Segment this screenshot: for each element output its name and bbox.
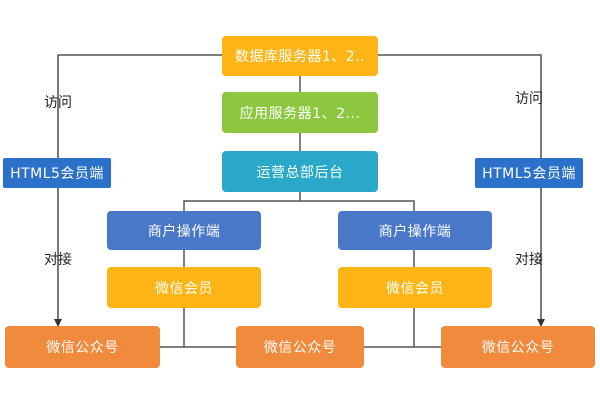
wechat-oa-node-center: 微信公众号 — [236, 326, 364, 368]
html5-member-node-left: HTML5会员端 — [3, 158, 111, 188]
access-line-left — [57, 51, 229, 158]
merchant-node-left: 商户操作端 — [107, 211, 261, 250]
wechat-oa-node-left: 微信公众号 — [5, 326, 160, 368]
connect-label-left: 对接 — [44, 252, 72, 268]
merchant-node-right: 商户操作端 — [338, 211, 492, 250]
access-label-right: 访问 — [515, 91, 543, 107]
access-line-right — [371, 51, 542, 158]
db-server-node: 数据库服务器1、2.. — [222, 36, 378, 76]
access-label-left: 访问 — [44, 95, 72, 111]
wechat-member-node-left: 微信会员 — [107, 267, 261, 308]
hq-merchant-fanout — [183, 192, 301, 211]
wechat-member-node-right: 微信会员 — [338, 267, 492, 308]
html5-member-node-right: HTML5会员端 — [475, 158, 583, 188]
app-server-node: 应用服务器1、2... — [222, 92, 378, 133]
hq-backend-node: 运营总部后台 — [222, 151, 378, 192]
hq-merchant-fanout-right — [300, 200, 415, 211]
connect-label-right: 对接 — [515, 252, 543, 268]
wechat-oa-node-right: 微信公众号 — [441, 326, 595, 368]
